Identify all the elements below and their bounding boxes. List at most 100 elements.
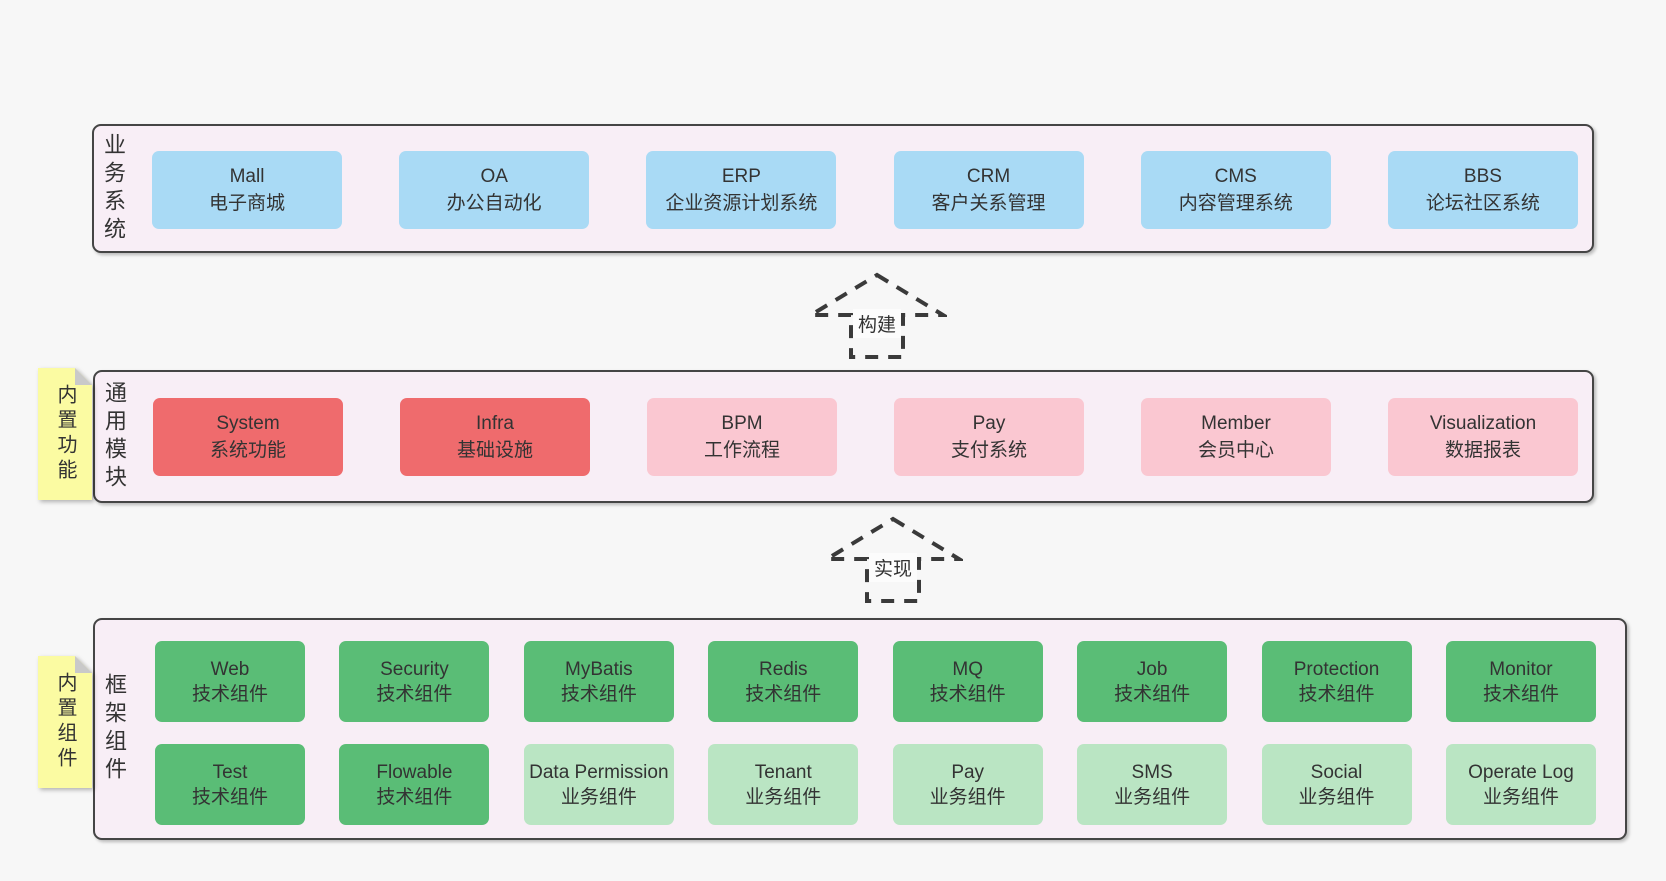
sticky-note-body: 内置组件 — [38, 656, 92, 788]
box-monitor: Monitor 技术组件 — [1445, 641, 1596, 722]
box-sms: SMS 业务组件 — [1077, 744, 1228, 825]
modules-boxes-row: System 系统功能 Infra 基础设施 BPM 工作流程 Pay 支付系统… — [153, 398, 1578, 476]
box-title: Pay — [951, 761, 985, 783]
box-subtitle: 技术组件 — [376, 786, 453, 808]
sticky-built-in-features: 内置功能 — [38, 368, 92, 500]
box-subtitle: 业务组件 — [1482, 786, 1559, 808]
box-subtitle: 技术组件 — [191, 683, 268, 705]
box-job: Job 技术组件 — [1077, 641, 1228, 722]
box-title: MyBatis — [565, 658, 633, 680]
block-arrow-up-icon — [823, 516, 963, 603]
box-title: Web — [210, 658, 250, 680]
box-subtitle: 基础设施 — [456, 440, 533, 461]
box-subtitle: 工作流程 — [703, 440, 780, 461]
box-subtitle: 电子商城 — [208, 193, 285, 214]
box-title: Redis — [758, 658, 808, 680]
box-subtitle: 技术组件 — [1114, 683, 1191, 705]
box-crm: CRM 客户关系管理 — [893, 151, 1084, 229]
box-title: MQ — [952, 658, 983, 680]
box-title: Infra — [475, 413, 515, 434]
box-title: Visualization — [1429, 413, 1537, 434]
box-bpm: BPM 工作流程 — [647, 398, 837, 476]
box-cms: CMS 内容管理系统 — [1140, 151, 1331, 229]
box-visualization: Visualization 数据报表 — [1388, 398, 1578, 476]
sticky-built-in-components: 内置组件 — [38, 656, 92, 788]
box-tenant: Tenant 业务组件 — [708, 744, 859, 825]
box-mq: MQ 技术组件 — [892, 641, 1043, 722]
box-mybatis: MyBatis 技术组件 — [523, 641, 674, 722]
box-subtitle: 业务组件 — [745, 786, 822, 808]
box-test: Test 技术组件 — [155, 744, 305, 825]
box-subtitle: 业务组件 — [1298, 786, 1375, 808]
box-title: Pay — [972, 413, 1006, 434]
box-subtitle: 内容管理系统 — [1178, 193, 1293, 214]
box-title: Protection — [1293, 658, 1380, 680]
box-subtitle: 业务组件 — [560, 786, 637, 808]
box-title: BBS — [1463, 166, 1502, 187]
box-subtitle: 技术组件 — [745, 683, 822, 705]
band-label-text: 通用模块 — [102, 380, 127, 493]
components-row-1: Web 技术组件 Security 技术组件 MyBatis 技术组件 Redi… — [155, 641, 1596, 722]
box-title: BPM — [721, 413, 763, 434]
band-components-label: 框架组件 — [102, 620, 127, 838]
box-subtitle: 客户关系管理 — [931, 193, 1046, 214]
box-title: System — [216, 413, 280, 434]
box-title: Member — [1201, 413, 1271, 434]
box-subtitle: 数据报表 — [1444, 440, 1521, 461]
box-subtitle: 技术组件 — [191, 786, 268, 808]
box-mall: Mall 电子商城 — [152, 151, 342, 229]
box-protection: Protection 技术组件 — [1261, 641, 1412, 722]
box-social: Social 业务组件 — [1261, 744, 1412, 825]
box-title: OA — [480, 166, 508, 187]
box-subtitle: 会员中心 — [1197, 440, 1274, 461]
band-business-systems: 业务系统 Mall 电子商城 OA 办公自动化 ERP 企业资源计划系统 CRM… — [92, 124, 1594, 253]
components-row-2: Test 技术组件 Flowable 技术组件 Data Permission … — [155, 744, 1596, 825]
folded-corner-icon — [75, 656, 92, 673]
box-subtitle: 办公自动化 — [446, 193, 542, 214]
box-member: Member 会员中心 — [1141, 398, 1331, 476]
box-title: Security — [380, 658, 449, 680]
implement-arrow: 实现 — [823, 516, 963, 604]
box-subtitle: 论坛社区系统 — [1425, 193, 1540, 214]
box-operate-log: Operate Log 业务组件 — [1445, 744, 1596, 825]
box-title: ERP — [721, 166, 761, 187]
box-subtitle: 技术组件 — [376, 683, 453, 705]
box-flowable: Flowable 技术组件 — [339, 744, 490, 825]
box-subtitle: 技术组件 — [929, 683, 1006, 705]
box-subtitle: 业务组件 — [929, 786, 1006, 808]
box-title: Test — [212, 761, 248, 783]
box-system: System 系统功能 — [153, 398, 343, 476]
box-title: CMS — [1214, 166, 1257, 187]
band-label-text: 业务系统 — [101, 132, 126, 245]
box-subtitle: 技术组件 — [1482, 683, 1559, 705]
box-pay-component: Pay 业务组件 — [892, 744, 1043, 825]
box-title: Tenant — [754, 761, 812, 783]
band-modules-label: 通用模块 — [102, 372, 127, 501]
box-oa: OA 办公自动化 — [399, 151, 590, 229]
sticky-note-text: 内置功能 — [54, 384, 76, 484]
box-title: Flowable — [376, 761, 453, 783]
box-subtitle: 企业资源计划系统 — [665, 193, 818, 214]
box-title: Operate Log — [1468, 761, 1574, 783]
implement-arrow-label: 实现 — [868, 553, 918, 582]
business-boxes-row: Mall 电子商城 OA 办公自动化 ERP 企业资源计划系统 CRM 客户关系… — [152, 151, 1578, 229]
box-subtitle: 业务组件 — [1114, 786, 1191, 808]
box-bbs: BBS 论坛社区系统 — [1387, 151, 1578, 229]
box-subtitle: 支付系统 — [950, 440, 1027, 461]
band-business-label: 业务系统 — [101, 126, 126, 251]
box-pay-module: Pay 支付系统 — [894, 398, 1084, 476]
box-subtitle: 技术组件 — [560, 683, 637, 705]
box-title: Data Permission — [529, 761, 669, 783]
box-data-permission: Data Permission 业务组件 — [523, 744, 674, 825]
block-arrow-up-icon — [807, 272, 947, 359]
box-title: Job — [1136, 658, 1168, 680]
box-security: Security 技术组件 — [339, 641, 490, 722]
band-label-text: 框架组件 — [102, 673, 127, 785]
box-title: CRM — [966, 166, 1011, 187]
box-subtitle: 技术组件 — [1298, 683, 1375, 705]
box-title: Mall — [229, 166, 265, 187]
band-common-modules: 通用模块 System 系统功能 Infra 基础设施 BPM 工作流程 Pay… — [93, 370, 1594, 503]
folded-corner-icon — [75, 368, 92, 385]
band-framework-components: 框架组件 Web 技术组件 Security 技术组件 MyBatis 技术组件… — [93, 618, 1627, 840]
